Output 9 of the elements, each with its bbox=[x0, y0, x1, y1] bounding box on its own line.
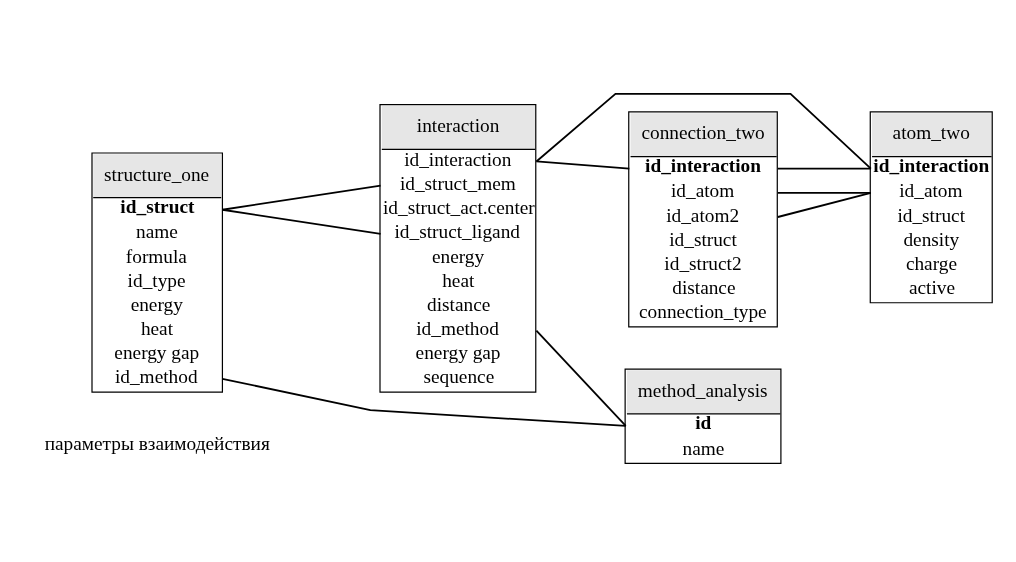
connector bbox=[777, 191, 872, 194]
connector bbox=[221, 377, 627, 427]
connector bbox=[535, 329, 627, 427]
connector bbox=[535, 160, 631, 170]
connector bbox=[221, 208, 382, 235]
label: параметры взаимодействия bbox=[44, 432, 270, 454]
connector bbox=[777, 167, 872, 170]
connector bbox=[535, 92, 872, 170]
connector bbox=[777, 191, 872, 218]
